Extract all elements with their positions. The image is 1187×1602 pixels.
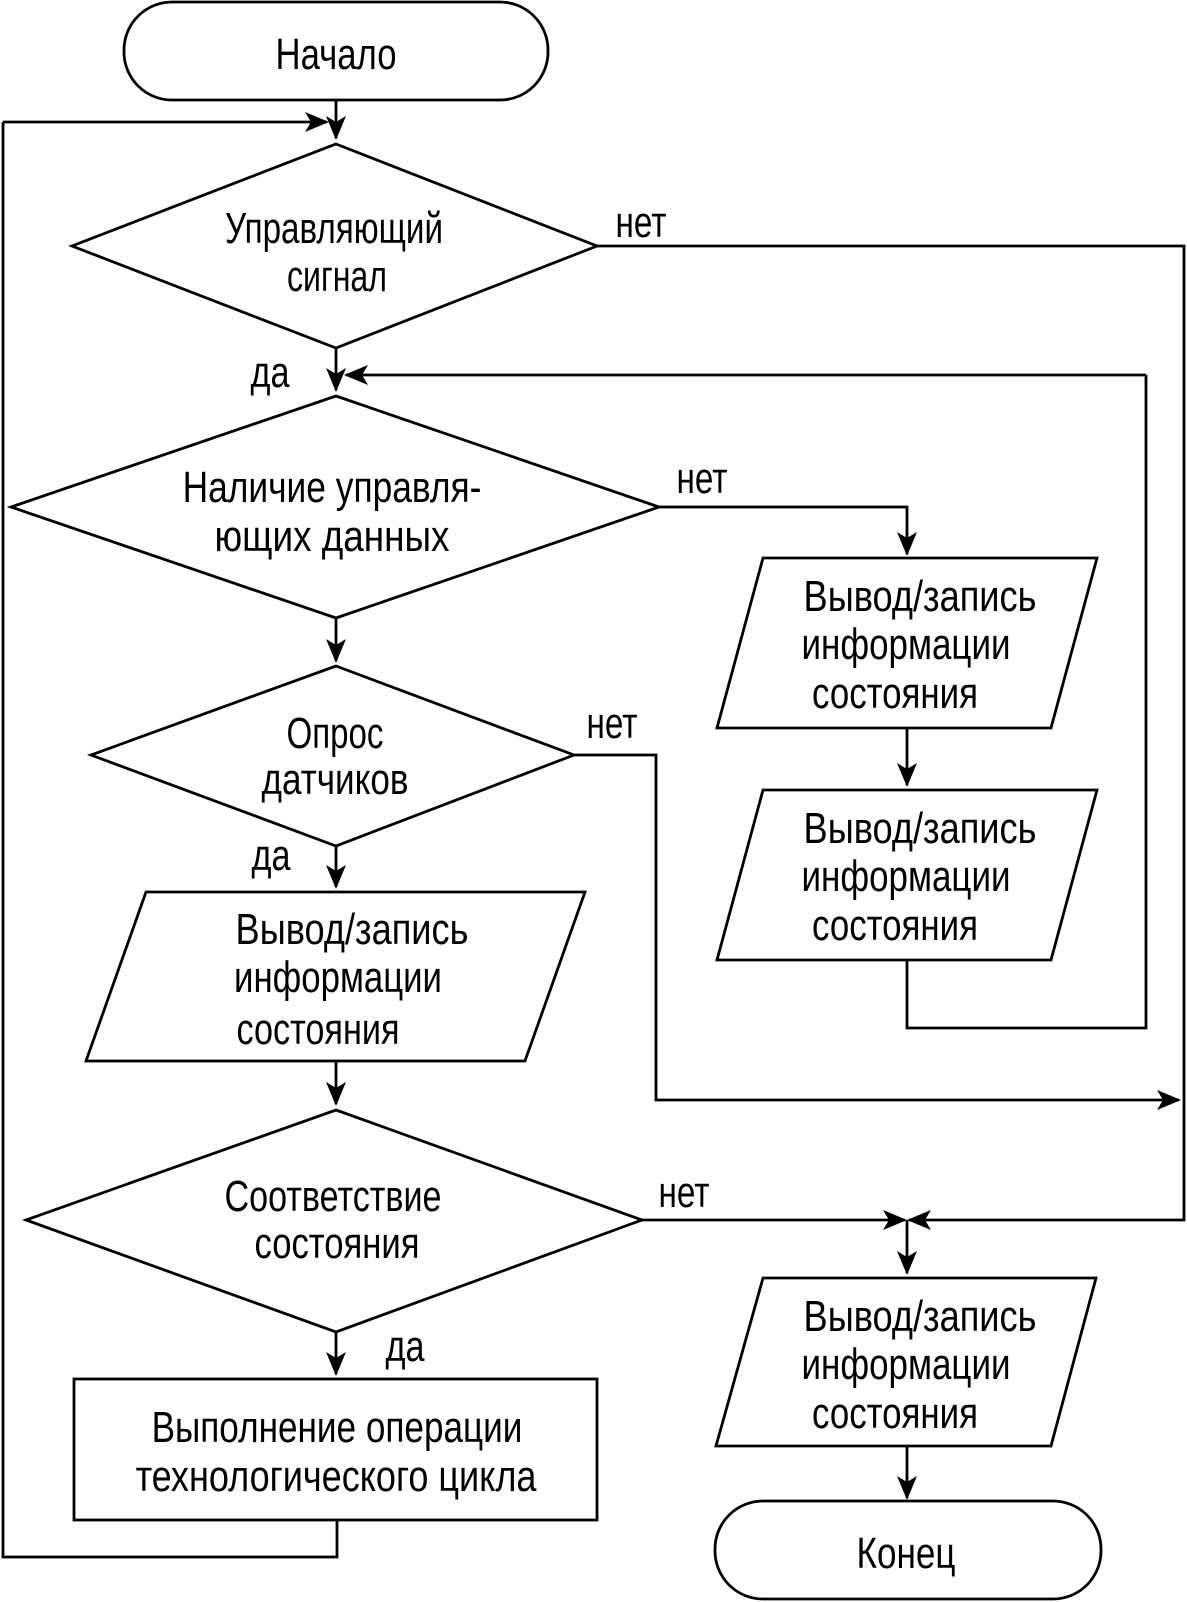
svg-text:нет: нет — [676, 455, 727, 503]
svg-text:нет: нет — [615, 199, 666, 247]
svg-text:состояния: состояния — [812, 1389, 978, 1438]
svg-text:Вывод/запись: Вывод/запись — [236, 906, 469, 954]
svg-text:состояния: состояния — [255, 1219, 420, 1268]
svg-text:Вывод/запись: Вывод/запись — [804, 1293, 1037, 1341]
svg-text:Вывод/запись: Вывод/запись — [804, 805, 1037, 853]
svg-text:Начало: Начало — [275, 30, 396, 79]
svg-text:нет: нет — [586, 700, 637, 748]
svg-text:технологического цикла: технологического цикла — [136, 1453, 538, 1501]
svg-text:Выполнение операции: Выполнение операции — [152, 1403, 523, 1451]
svg-text:информации: информации — [802, 852, 1011, 901]
svg-text:ющих данных: ющих данных — [215, 511, 450, 561]
svg-text:да: да — [252, 832, 291, 880]
svg-text:информации: информации — [234, 953, 442, 1002]
svg-text:да: да — [251, 349, 290, 397]
svg-text:сигнал: сигнал — [287, 252, 387, 301]
svg-text:да: да — [386, 1323, 425, 1371]
svg-text:информации: информации — [802, 620, 1011, 669]
svg-text:датчиков: датчиков — [262, 755, 409, 803]
svg-text:нет: нет — [658, 1169, 709, 1217]
svg-text:Соответствие: Соответствие — [225, 1173, 442, 1221]
svg-text:Опрос: Опрос — [287, 710, 384, 758]
svg-text:состояния: состояния — [812, 901, 978, 950]
svg-text:состояния: состояния — [812, 669, 978, 718]
svg-text:Вывод/запись: Вывод/запись — [804, 573, 1037, 621]
svg-text:состояния: состояния — [237, 1006, 400, 1054]
svg-text:информации: информации — [802, 1340, 1011, 1389]
svg-text:Наличие управля-: Наличие управля- — [183, 464, 482, 512]
svg-text:Конец: Конец — [857, 1529, 956, 1577]
svg-text:Управляющий: Управляющий — [225, 205, 443, 253]
